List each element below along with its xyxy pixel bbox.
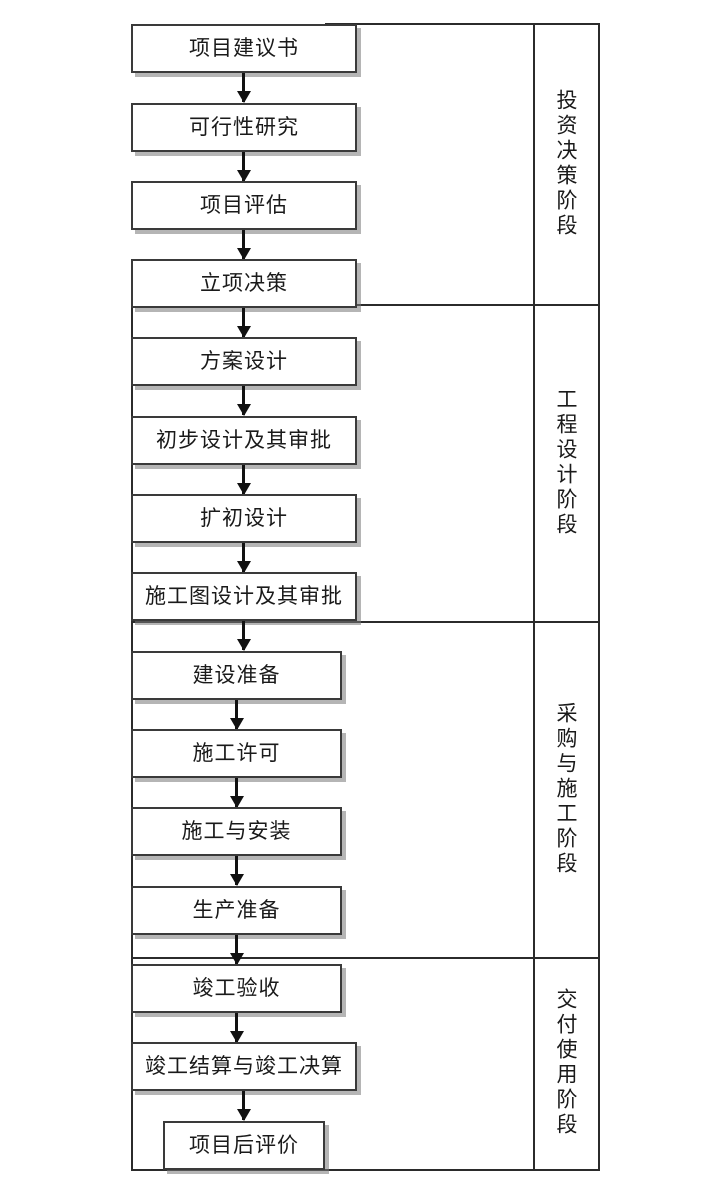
arrow-step-8-to-step-9: [242, 621, 245, 650]
phase-cell-4: 交付使用阶段: [533, 957, 598, 1169]
frame-line-top: [325, 23, 600, 25]
frame-divider-phase-2: [131, 621, 600, 623]
process-label-step-10: 施工许可: [192, 741, 281, 765]
process-label-step-11: 施工与安装: [181, 819, 292, 843]
process-label-step-8: 施工图设计及其审批: [145, 584, 343, 608]
arrow-step-12-to-step-13: [235, 935, 238, 964]
process-box-step-5[interactable]: 方案设计: [131, 337, 357, 386]
phase-label-3: 采购与施工阶段: [554, 701, 579, 877]
process-box-step-4[interactable]: 立项决策: [131, 259, 357, 308]
phase-cell-3: 采购与施工阶段: [533, 621, 598, 957]
phase-label-1: 投资决策阶段: [554, 88, 579, 239]
process-label-step-7: 扩初设计: [200, 506, 288, 530]
process-box-step-2[interactable]: 可行性研究: [131, 103, 357, 152]
process-box-step-11[interactable]: 施工与安装: [131, 807, 342, 856]
phase-label-4: 交付使用阶段: [554, 988, 579, 1138]
process-label-step-12: 生产准备: [192, 898, 281, 922]
process-label-step-1: 项目建议书: [189, 36, 299, 60]
process-label-step-9: 建设准备: [192, 663, 281, 687]
process-box-step-3[interactable]: 项目评估: [131, 181, 357, 230]
arrow-step-3-to-step-4: [242, 230, 245, 259]
frame-divider-phase-3: [131, 957, 600, 959]
process-box-step-10[interactable]: 施工许可: [131, 729, 342, 778]
arrow-step-7-to-step-8: [242, 543, 245, 572]
process-box-step-14[interactable]: 竣工结算与竣工决算: [131, 1042, 357, 1091]
arrow-step-2-to-step-3: [242, 152, 245, 181]
arrow-step-4-to-step-5: [242, 308, 245, 337]
arrow-step-13-to-step-14: [235, 1013, 238, 1042]
process-box-step-12[interactable]: 生产准备: [131, 886, 342, 935]
arrow-step-1-to-step-2: [242, 73, 245, 102]
process-label-step-6: 初步设计及其审批: [156, 428, 332, 452]
frame-line-middle: [533, 23, 535, 1171]
process-label-step-14: 竣工结算与竣工决算: [145, 1054, 343, 1078]
process-box-step-15[interactable]: 项目后评价: [163, 1121, 325, 1170]
arrow-step-6-to-step-7: [242, 465, 245, 494]
process-label-step-2: 可行性研究: [189, 115, 299, 139]
frame-line-bottom: [131, 1169, 600, 1171]
arrow-step-14-to-step-15: [242, 1091, 245, 1120]
phase-cell-1: 投资决策阶段: [533, 23, 598, 304]
process-box-step-13[interactable]: 竣工验收: [131, 964, 342, 1013]
frame-line-right: [598, 23, 600, 1171]
process-label-step-3: 项目评估: [200, 193, 288, 217]
process-label-step-15: 项目后评价: [189, 1133, 299, 1157]
process-box-step-9[interactable]: 建设准备: [131, 651, 342, 700]
process-box-step-7[interactable]: 扩初设计: [131, 494, 357, 543]
process-label-step-4: 立项决策: [200, 271, 288, 295]
process-label-step-5: 方案设计: [200, 349, 288, 373]
process-box-step-6[interactable]: 初步设计及其审批: [131, 416, 357, 465]
process-label-step-13: 竣工验收: [192, 976, 281, 1000]
frame-divider-phase-1: [131, 304, 600, 306]
arrow-step-10-to-step-11: [235, 778, 238, 807]
phase-label-2: 工程设计阶段: [554, 387, 579, 538]
process-box-step-8[interactable]: 施工图设计及其审批: [131, 572, 357, 621]
arrow-step-11-to-step-12: [235, 856, 238, 885]
arrow-step-9-to-step-10: [235, 700, 238, 729]
arrow-step-5-to-step-6: [242, 386, 245, 415]
phase-cell-2: 工程设计阶段: [533, 304, 598, 621]
process-box-step-1[interactable]: 项目建议书: [131, 24, 357, 73]
